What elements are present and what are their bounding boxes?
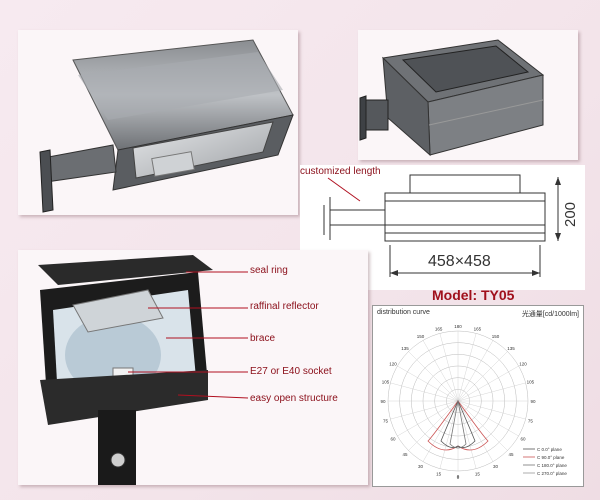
customized-length-label: customized length <box>300 166 381 177</box>
raffinal-reflector-label: raffinal reflector <box>250 301 319 312</box>
model-label: Model: TY05 <box>432 287 515 303</box>
polar-tick-label: 165 <box>435 327 443 332</box>
polar-tick-label: 180 <box>454 324 462 329</box>
lamp-render-image <box>39 39 294 213</box>
polar-tick-label: 75 <box>528 418 534 423</box>
legend-entry: C 180.0° plane <box>537 463 567 468</box>
polar-spoke <box>390 400 459 420</box>
polar-spoke <box>457 400 477 469</box>
polar-tick-label: 105 <box>527 380 535 385</box>
polar-spoke <box>408 400 459 451</box>
polar-tick-label: 15 <box>436 471 442 476</box>
polar-center-label: 0 <box>457 475 460 480</box>
polar-spoke <box>390 382 459 402</box>
interior-render-panel <box>18 250 368 485</box>
polar-tick-label: 150 <box>417 334 425 339</box>
square-render-panel <box>358 30 578 160</box>
polar-spoke <box>457 365 519 402</box>
polar-tick-label: 165 <box>474 327 482 332</box>
polar-spoke <box>408 351 459 402</box>
polar-spoke <box>422 340 459 402</box>
legend-entry: C 0.0° plane <box>537 447 562 452</box>
polar-tick-label: 30 <box>418 464 424 469</box>
seal-ring-label: seal ring <box>250 265 288 276</box>
brace-label: brace <box>250 333 276 344</box>
distribution-chart-panel: distribution curve 光通量[cd/1000lm] 180 165… <box>372 305 584 487</box>
polar-spoke <box>439 400 459 469</box>
easy-open-label: easy open structure <box>250 393 338 404</box>
polar-spoke <box>439 333 459 402</box>
polar-tick-label: 45 <box>402 452 408 457</box>
polar-tick-label: 15 <box>475 471 481 476</box>
polar-tick-label: 135 <box>507 346 515 351</box>
polar-tick-label: 105 <box>382 380 390 385</box>
chart-unit-label: 光通量[cd/1000lm] <box>521 311 579 318</box>
polar-tick-label: 150 <box>492 334 500 339</box>
lamp-render-panel <box>18 30 298 215</box>
customized-length-leader <box>327 177 361 202</box>
legend-entry: C 90.0° plane <box>537 455 565 460</box>
polar-tick-label: 60 <box>391 437 397 442</box>
polar-spoke <box>457 400 526 420</box>
interior-render-image <box>38 255 249 485</box>
candela-curve <box>449 400 467 449</box>
polar-chart: 1801651651501501351351201201051059090757… <box>380 324 567 480</box>
polar-tick-label: 120 <box>519 362 527 367</box>
polar-tick-label: 30 <box>493 464 499 469</box>
polar-spoke <box>422 400 459 462</box>
polar-spoke <box>457 400 508 451</box>
polar-spoke <box>457 382 526 402</box>
polar-spoke <box>457 340 494 402</box>
chart-title: distribution curve <box>377 309 430 316</box>
dimension-drawing <box>323 174 561 277</box>
polar-spoke <box>457 333 477 402</box>
polar-spoke <box>397 365 459 402</box>
polar-spoke <box>457 351 508 402</box>
polar-tick-label: 90 <box>380 399 386 404</box>
polar-spoke <box>457 400 519 437</box>
candela-curve <box>440 399 476 449</box>
polar-spoke <box>457 400 494 462</box>
polar-spoke <box>397 400 459 437</box>
polar-tick-label: 90 <box>530 399 536 404</box>
polar-tick-label: 0 <box>457 474 460 479</box>
polar-tick-label: 135 <box>401 346 409 351</box>
legend-entry: C 270.0° plane <box>537 471 567 476</box>
height-dimension-label: 200 <box>562 201 579 227</box>
square-render-image <box>359 39 545 157</box>
size-dimension-label: 458×458 <box>428 253 491 270</box>
socket-label: E27 or E40 socket <box>250 366 332 377</box>
polar-tick-label: 120 <box>389 362 397 367</box>
polar-tick-label: 60 <box>520 437 526 442</box>
polar-tick-label: 75 <box>383 418 389 423</box>
polar-tick-label: 45 <box>509 452 515 457</box>
